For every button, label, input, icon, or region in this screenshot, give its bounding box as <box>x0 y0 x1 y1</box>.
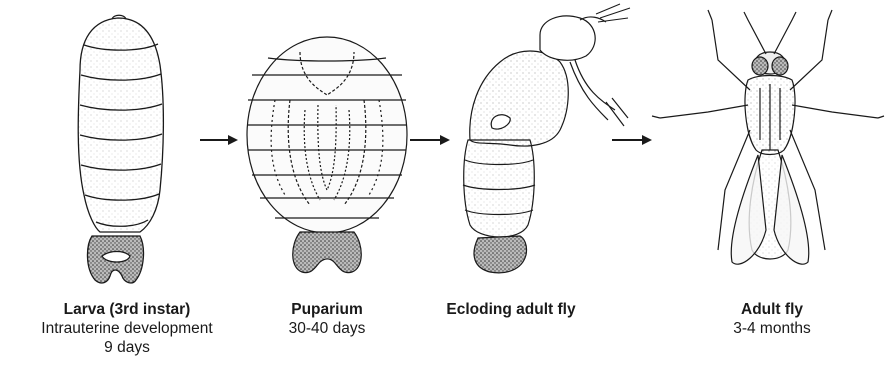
caption-adult: Adult fly 3-4 months <box>652 300 887 338</box>
puparium-illustration <box>247 37 407 273</box>
stage-title: Ecloding adult fly <box>391 300 631 319</box>
arrow-right-icon <box>612 135 652 145</box>
arrow-right-icon <box>410 135 450 145</box>
adult-fly-illustration <box>652 10 884 264</box>
caption-ecloding: Ecloding adult fly <box>391 300 631 319</box>
larva-illustration <box>78 15 163 283</box>
arrow-right-icon <box>200 135 238 145</box>
stage-title: Adult fly <box>652 300 887 319</box>
ecloding-fly-illustration <box>463 4 630 273</box>
stage-duration: 30-40 days <box>207 319 447 338</box>
stage-duration: 9 days <box>7 338 247 357</box>
stage-duration: 3-4 months <box>652 319 887 338</box>
